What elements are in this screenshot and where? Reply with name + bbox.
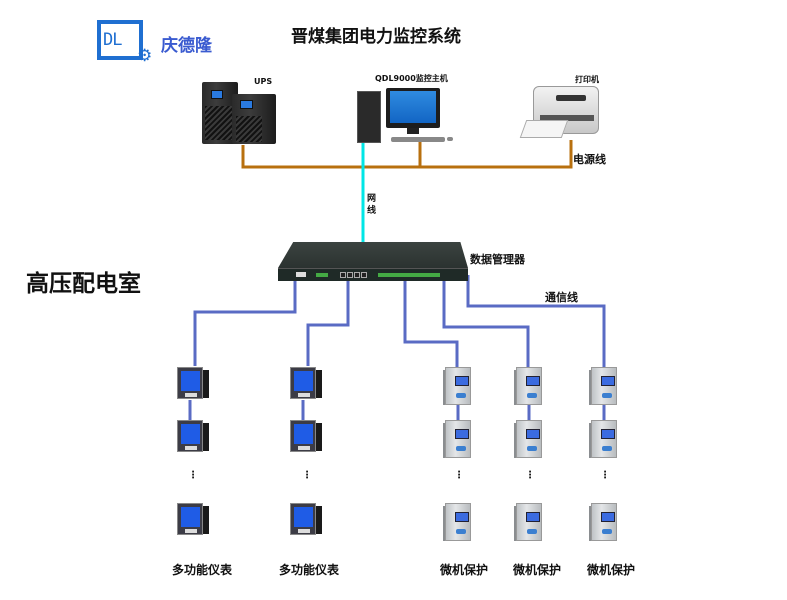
power-cable-label: 电源线 (573, 153, 606, 166)
monitor-screen (390, 91, 436, 123)
comm-cable-1 (193, 275, 297, 366)
meter-icon (177, 503, 209, 535)
printer-icon (515, 82, 607, 142)
logo-mark: DL (103, 30, 123, 50)
network-cable-label: 网 线 (367, 193, 377, 217)
dm-rj45-port (347, 272, 353, 278)
comm-cable-3 (403, 275, 459, 368)
data-manager-label: 数据管理器 (470, 253, 525, 266)
relay-protection-icon (514, 503, 542, 541)
printer-band (540, 115, 594, 121)
column-label-relay-2: 微机保护 (513, 563, 562, 577)
comm-cables (188, 275, 606, 420)
keyboard (391, 137, 445, 142)
dm-label-plate (296, 272, 306, 277)
printer-label: 打印机 (575, 75, 599, 84)
ups-unit-large (202, 82, 238, 144)
host-label: QDL9000监控主机 (375, 74, 448, 83)
relay-protection-icon (443, 503, 471, 541)
brand-name: 庆德隆 (161, 36, 212, 56)
logo-frame (97, 20, 143, 60)
meter-icon (290, 367, 322, 399)
relay-protection-icon (443, 420, 471, 458)
comm-cable-4 (442, 275, 530, 368)
relay-protection-icon (443, 367, 471, 405)
more-devices-ellipsis: ⋮ (302, 470, 312, 481)
more-devices-ellipsis: ⋮ (600, 470, 610, 481)
monitor (386, 88, 440, 128)
mouse (447, 137, 453, 141)
comm-cable-label: 通信线 (545, 291, 578, 304)
data-manager-top (278, 242, 468, 268)
column-label-relay-3: 微机保护 (587, 563, 636, 577)
dm-terminal (316, 273, 328, 277)
system-title: 晋煤集团电力监控系统 (291, 27, 461, 47)
ups-grille (205, 106, 235, 140)
monitor-stand (407, 128, 419, 134)
computer-icon (355, 88, 455, 144)
meter-icon (177, 420, 209, 452)
ups-icon (202, 80, 282, 144)
relay-protection-icon (589, 503, 617, 541)
dm-rj45-port (354, 272, 360, 278)
column-label-meter-2: 多功能仪表 (279, 563, 340, 577)
relay-protection-icon (514, 367, 542, 405)
relay-protection-icon (589, 420, 617, 458)
column-label-meter-1: 多功能仪表 (172, 563, 233, 577)
data-manager-icon (278, 242, 468, 281)
ups-label: UPS (254, 77, 273, 86)
power-cable (241, 140, 573, 169)
more-devices-ellipsis: ⋮ (188, 470, 198, 481)
ups-display (240, 100, 253, 109)
network-label-bottom: 线 (367, 206, 377, 216)
dm-rj45-port (340, 272, 346, 278)
ups-grille (236, 116, 262, 142)
ups-display (211, 90, 223, 99)
relay-protection-icon (589, 367, 617, 405)
pc-tower (357, 91, 381, 143)
more-devices-ellipsis: ⋮ (525, 470, 535, 481)
printer-tray (519, 120, 569, 138)
network-label-top: 网 (367, 194, 377, 204)
dm-rj45-port (361, 272, 367, 278)
room-label: 高压配电室 (26, 271, 141, 297)
gear-icon: ⚙ (137, 46, 153, 66)
relay-protection-icon (514, 420, 542, 458)
power-cable-main (241, 140, 573, 169)
meter-icon (177, 367, 209, 399)
comm-cable-2 (306, 275, 350, 366)
comm-cable-5 (466, 275, 606, 368)
more-devices-ellipsis: ⋮ (454, 470, 464, 481)
printer-slot (556, 95, 586, 101)
data-manager-front (278, 268, 468, 281)
dm-serial-terminals (378, 273, 440, 277)
meter-icon (290, 503, 322, 535)
column-label-relay-1: 微机保护 (440, 563, 489, 577)
ups-unit-small (232, 94, 276, 144)
meter-icon (290, 420, 322, 452)
